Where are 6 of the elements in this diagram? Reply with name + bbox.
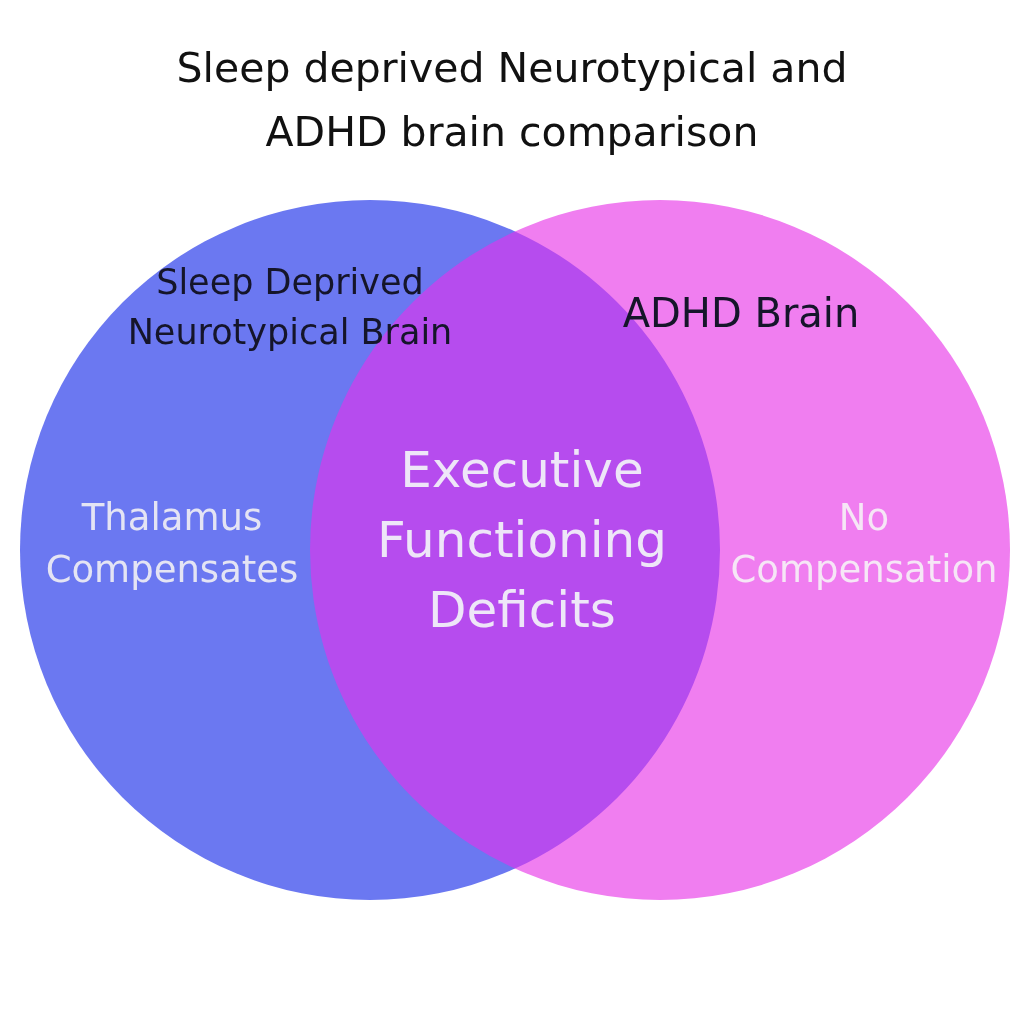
overlap-text: Executive Functioning Deficits xyxy=(376,440,668,641)
circle-heading: ADHD Brain xyxy=(621,289,861,338)
circle-text: Thalamus Compensates xyxy=(44,495,300,593)
circle-text: No Compensation xyxy=(729,495,999,593)
circle-heading: Sleep Deprived Neurotypical Brain xyxy=(126,261,454,354)
diagram-title: Sleep deprived Neurotypical and ADHD brain comparison xyxy=(175,43,849,158)
